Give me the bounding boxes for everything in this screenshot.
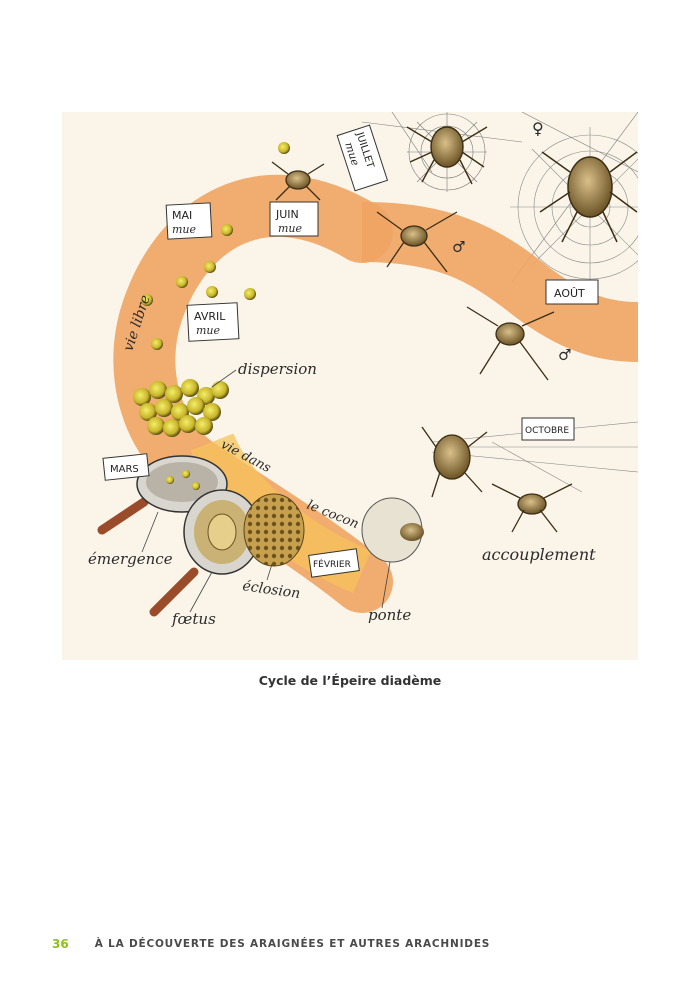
spiderlings-scattered — [141, 142, 290, 350]
svg-text:AVRIL: AVRIL — [194, 310, 226, 323]
svg-text:mue: mue — [196, 324, 221, 337]
spider-male-2 — [466, 306, 555, 381]
life-cycle-diagram: MAI mue JUIN mue JUILLET mue AOÛT AVRIL … — [88, 112, 638, 628]
calendar-avril: AVRIL mue — [186, 302, 240, 342]
svg-text:mue: mue — [172, 223, 197, 236]
egg-sac-ponte — [361, 497, 424, 563]
svg-text:AOÛT: AOÛT — [554, 287, 585, 300]
calendar-mars: MARS — [102, 453, 150, 481]
label-dispersion: dispersion — [238, 360, 317, 378]
figure-caption: Cycle de l’Épeire diadème — [258, 673, 442, 688]
frying-pan-foetus — [149, 489, 261, 617]
male-symbol-2: ♂ — [558, 346, 571, 364]
label-emergence: émergence — [88, 550, 173, 568]
label-ponte: ponte — [368, 606, 411, 624]
calendar-mai: MAI mue — [165, 202, 213, 240]
svg-text:OCTOBRE: OCTOBRE — [525, 426, 569, 436]
svg-text:MAI: MAI — [172, 209, 192, 222]
label-foetus: fœtus — [171, 610, 216, 628]
spider-juin — [271, 161, 325, 201]
page-number: 36 — [52, 937, 69, 951]
label-accouplement: accouplement — [482, 545, 596, 564]
svg-text:JUIN: JUIN — [275, 208, 299, 221]
male-symbol-1: ♂ — [452, 238, 465, 256]
spider-female-large — [539, 151, 638, 243]
calendar-aout: AOÛT — [545, 279, 599, 305]
label-eclosion: éclosion — [241, 578, 301, 602]
spider-female-web — [406, 126, 488, 185]
spiderling-cluster — [133, 379, 229, 437]
calendar-octobre: OCTOBRE — [521, 417, 575, 441]
label-pointers — [141, 369, 391, 613]
egg-sac-eclosion — [243, 493, 305, 567]
svg-text:MARS: MARS — [110, 464, 139, 475]
running-title: À LA DÉCOUVERTE DES ARAIGNÉES ET AUTRES … — [94, 938, 491, 950]
page-footer: 36 À LA DÉCOUVERTE DES ARAIGNÉES ET AUTR… — [52, 934, 490, 954]
calendar-juin: JUIN mue — [269, 201, 319, 237]
calendar-fevrier: FÉVRIER — [308, 548, 360, 578]
spider-mating-pair — [421, 426, 573, 533]
svg-text:mue: mue — [278, 222, 303, 235]
female-symbol: ♀ — [532, 119, 544, 138]
svg-text:FÉVRIER: FÉVRIER — [313, 558, 351, 570]
life-cycle-illustration: MAI mue JUIN mue JUILLET mue AOÛT AVRIL … — [62, 112, 638, 660]
spider-male-1 — [376, 211, 458, 273]
calendar-juillet: JUILLET mue — [336, 124, 389, 192]
